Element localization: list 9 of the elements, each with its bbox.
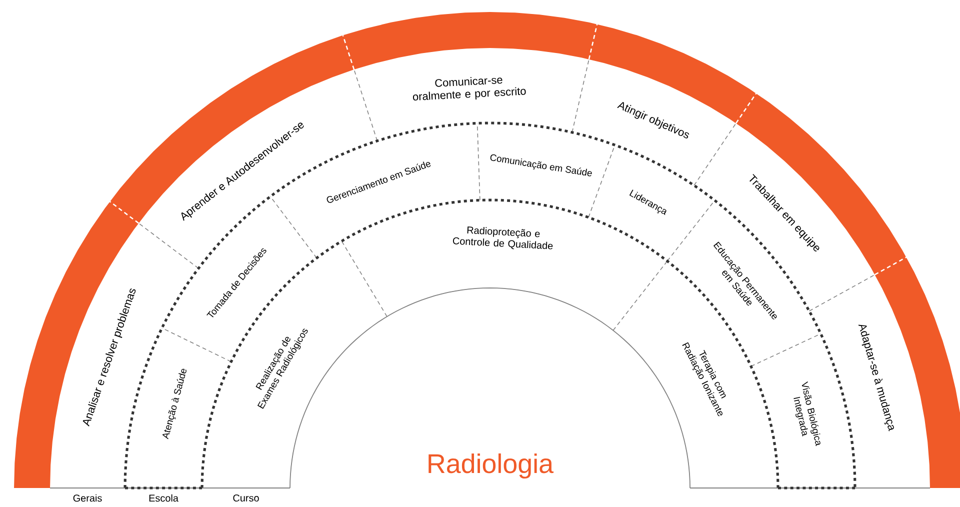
sector-label: Radioproteção e Controle de Qualidade <box>453 226 553 250</box>
sector-label: Comunicar-se oralmente e por escrito <box>412 77 526 101</box>
ring-label: Escola <box>149 494 178 502</box>
ring-label: Gerais <box>73 494 102 502</box>
sector-label: Visão Biológica Integrada <box>794 381 820 446</box>
sector-label: Atenção à Saúde <box>162 368 186 440</box>
sector-label: Comunicação em Saúde <box>490 154 592 176</box>
ring-label: Curso <box>233 494 259 502</box>
center-title: Radiologia <box>428 453 554 479</box>
